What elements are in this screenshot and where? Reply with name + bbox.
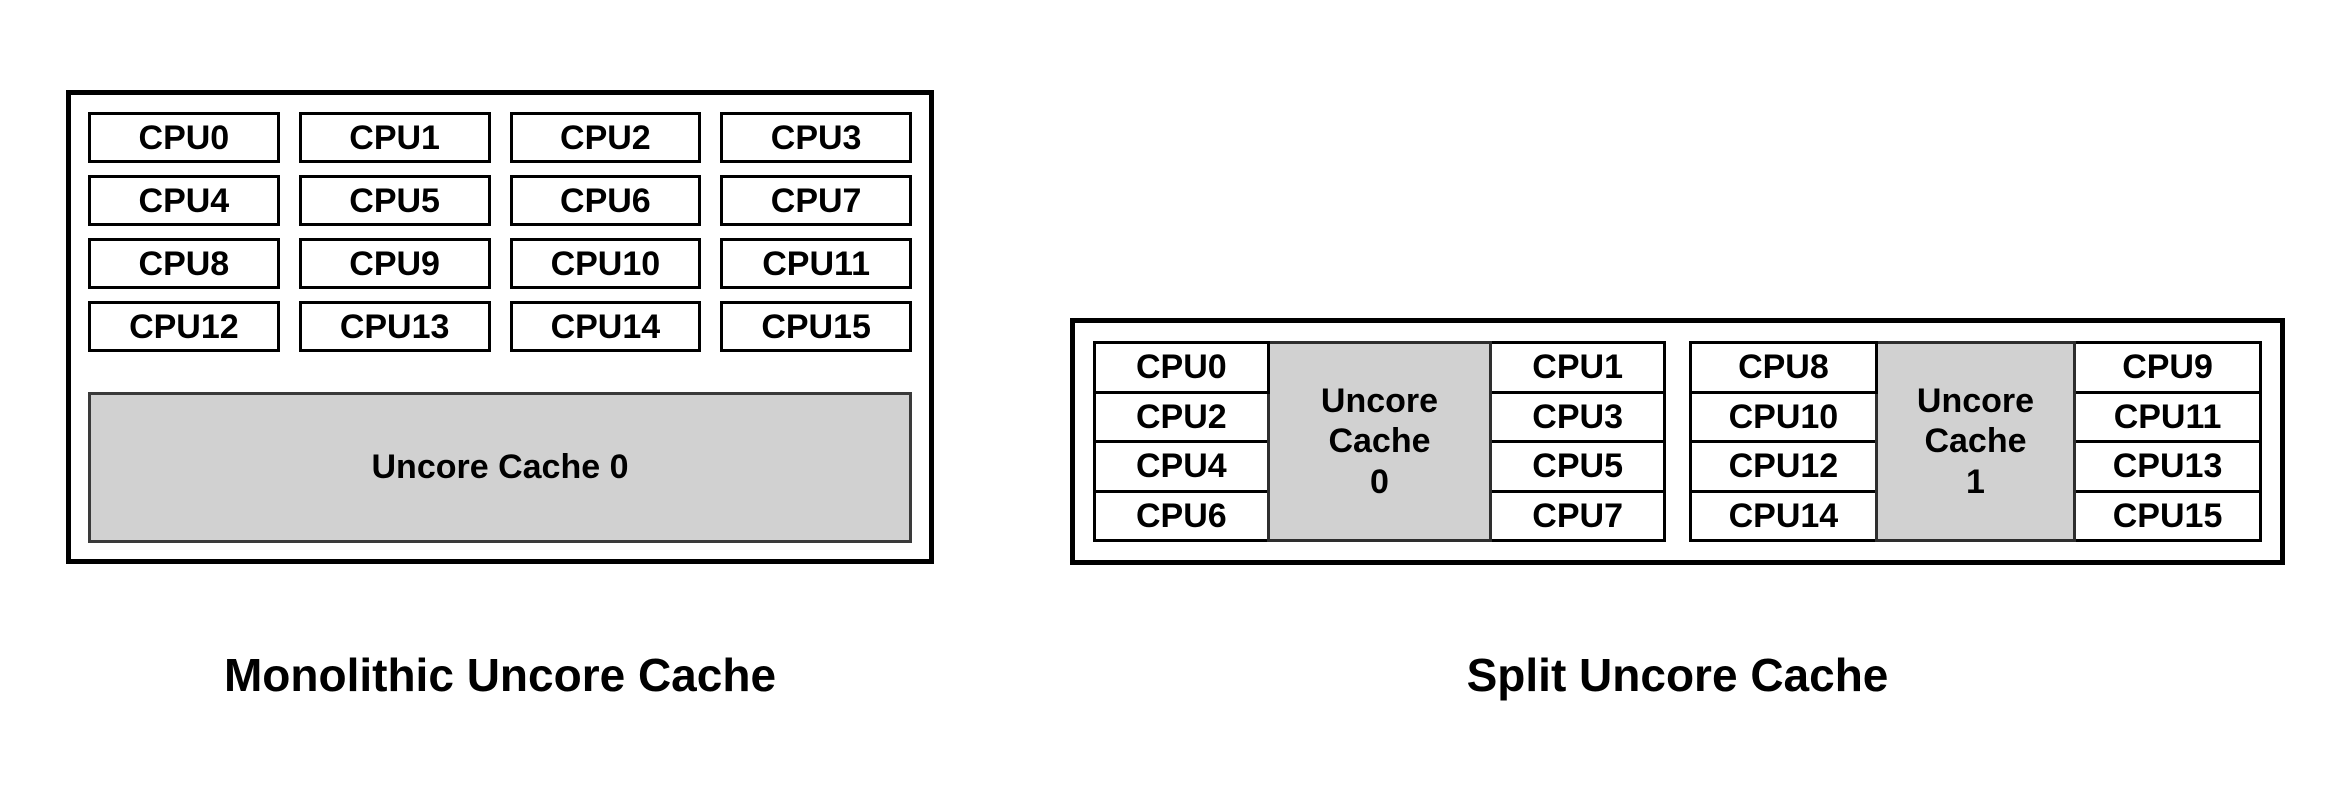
cpu-cell: CPU0 — [1093, 341, 1270, 394]
cpu-box: CPU3 — [720, 112, 912, 163]
cpu-box: CPU12 — [88, 301, 280, 352]
cache-label-line: Cache — [1924, 422, 2027, 461]
cpu-cell: CPU14 — [1689, 489, 1878, 542]
cpu-cell: CPU15 — [2073, 489, 2262, 542]
split-cluster-1: CPU8 Uncore Cache 1 CPU9 CPU10 CPU11 CPU… — [1689, 341, 2262, 542]
uncore-cache-1-cell: Uncore Cache 1 — [1874, 341, 2077, 542]
cpu-cell: CPU2 — [1093, 390, 1270, 443]
split-diagram: CPU0 Uncore Cache 0 CPU1 CPU2 CPU3 CPU4 … — [1070, 318, 2285, 565]
cpu-box: CPU14 — [509, 301, 702, 352]
cpu-cell: CPU4 — [1093, 440, 1270, 493]
uncore-cache-0-box: Uncore Cache 0 — [88, 392, 912, 543]
cpu-cell: CPU12 — [1689, 440, 1878, 493]
cpu-cell: CPU13 — [2073, 440, 2262, 493]
monolithic-cpu-grid: CPU0 CPU1 CPU2 CPU3 CPU4 CPU5 CPU6 CPU7 … — [88, 112, 912, 352]
monolithic-diagram-title: Monolithic Uncore Cache — [223, 649, 777, 701]
cpu-box: CPU9 — [298, 238, 491, 289]
cpu-box: CPU6 — [509, 175, 702, 226]
cpu-box: CPU0 — [88, 112, 280, 163]
cpu-cell: CPU3 — [1489, 390, 1666, 443]
cpu-box: CPU5 — [298, 175, 491, 226]
cpu-box: CPU10 — [509, 238, 702, 289]
cache-label-line: Uncore — [1320, 382, 1439, 421]
split-cluster-0: CPU0 Uncore Cache 0 CPU1 CPU2 CPU3 CPU4 … — [1093, 341, 1666, 542]
uncore-cache-0-cell: Uncore Cache 0 — [1266, 341, 1493, 542]
cpu-cell: CPU5 — [1489, 440, 1666, 493]
cpu-cell: CPU1 — [1489, 341, 1666, 394]
cache-label-line: Uncore — [1916, 382, 2035, 421]
split-diagram-title: Split Uncore Cache — [1466, 649, 1889, 701]
monolithic-diagram: CPU0 CPU1 CPU2 CPU3 CPU4 CPU5 CPU6 CPU7 … — [66, 90, 934, 564]
cpu-box: CPU1 — [298, 112, 491, 163]
cpu-box: CPU13 — [298, 301, 491, 352]
cpu-box: CPU15 — [720, 301, 912, 352]
cpu-cell: CPU7 — [1489, 489, 1666, 542]
cpu-cell: CPU8 — [1689, 341, 1878, 394]
cpu-box: CPU2 — [509, 112, 702, 163]
cache-label-line: 1 — [1966, 462, 1985, 501]
cpu-cell: CPU11 — [2073, 390, 2262, 443]
cache-label-line: 0 — [1370, 462, 1389, 501]
cpu-box: CPU4 — [88, 175, 280, 226]
cache-label-line: Cache — [1328, 422, 1431, 461]
cpu-cell: CPU6 — [1093, 489, 1270, 542]
cpu-cell: CPU9 — [2073, 341, 2262, 394]
cpu-box: CPU7 — [720, 175, 912, 226]
cpu-box: CPU11 — [720, 238, 912, 289]
cpu-box: CPU8 — [88, 238, 280, 289]
cpu-cell: CPU10 — [1689, 390, 1878, 443]
